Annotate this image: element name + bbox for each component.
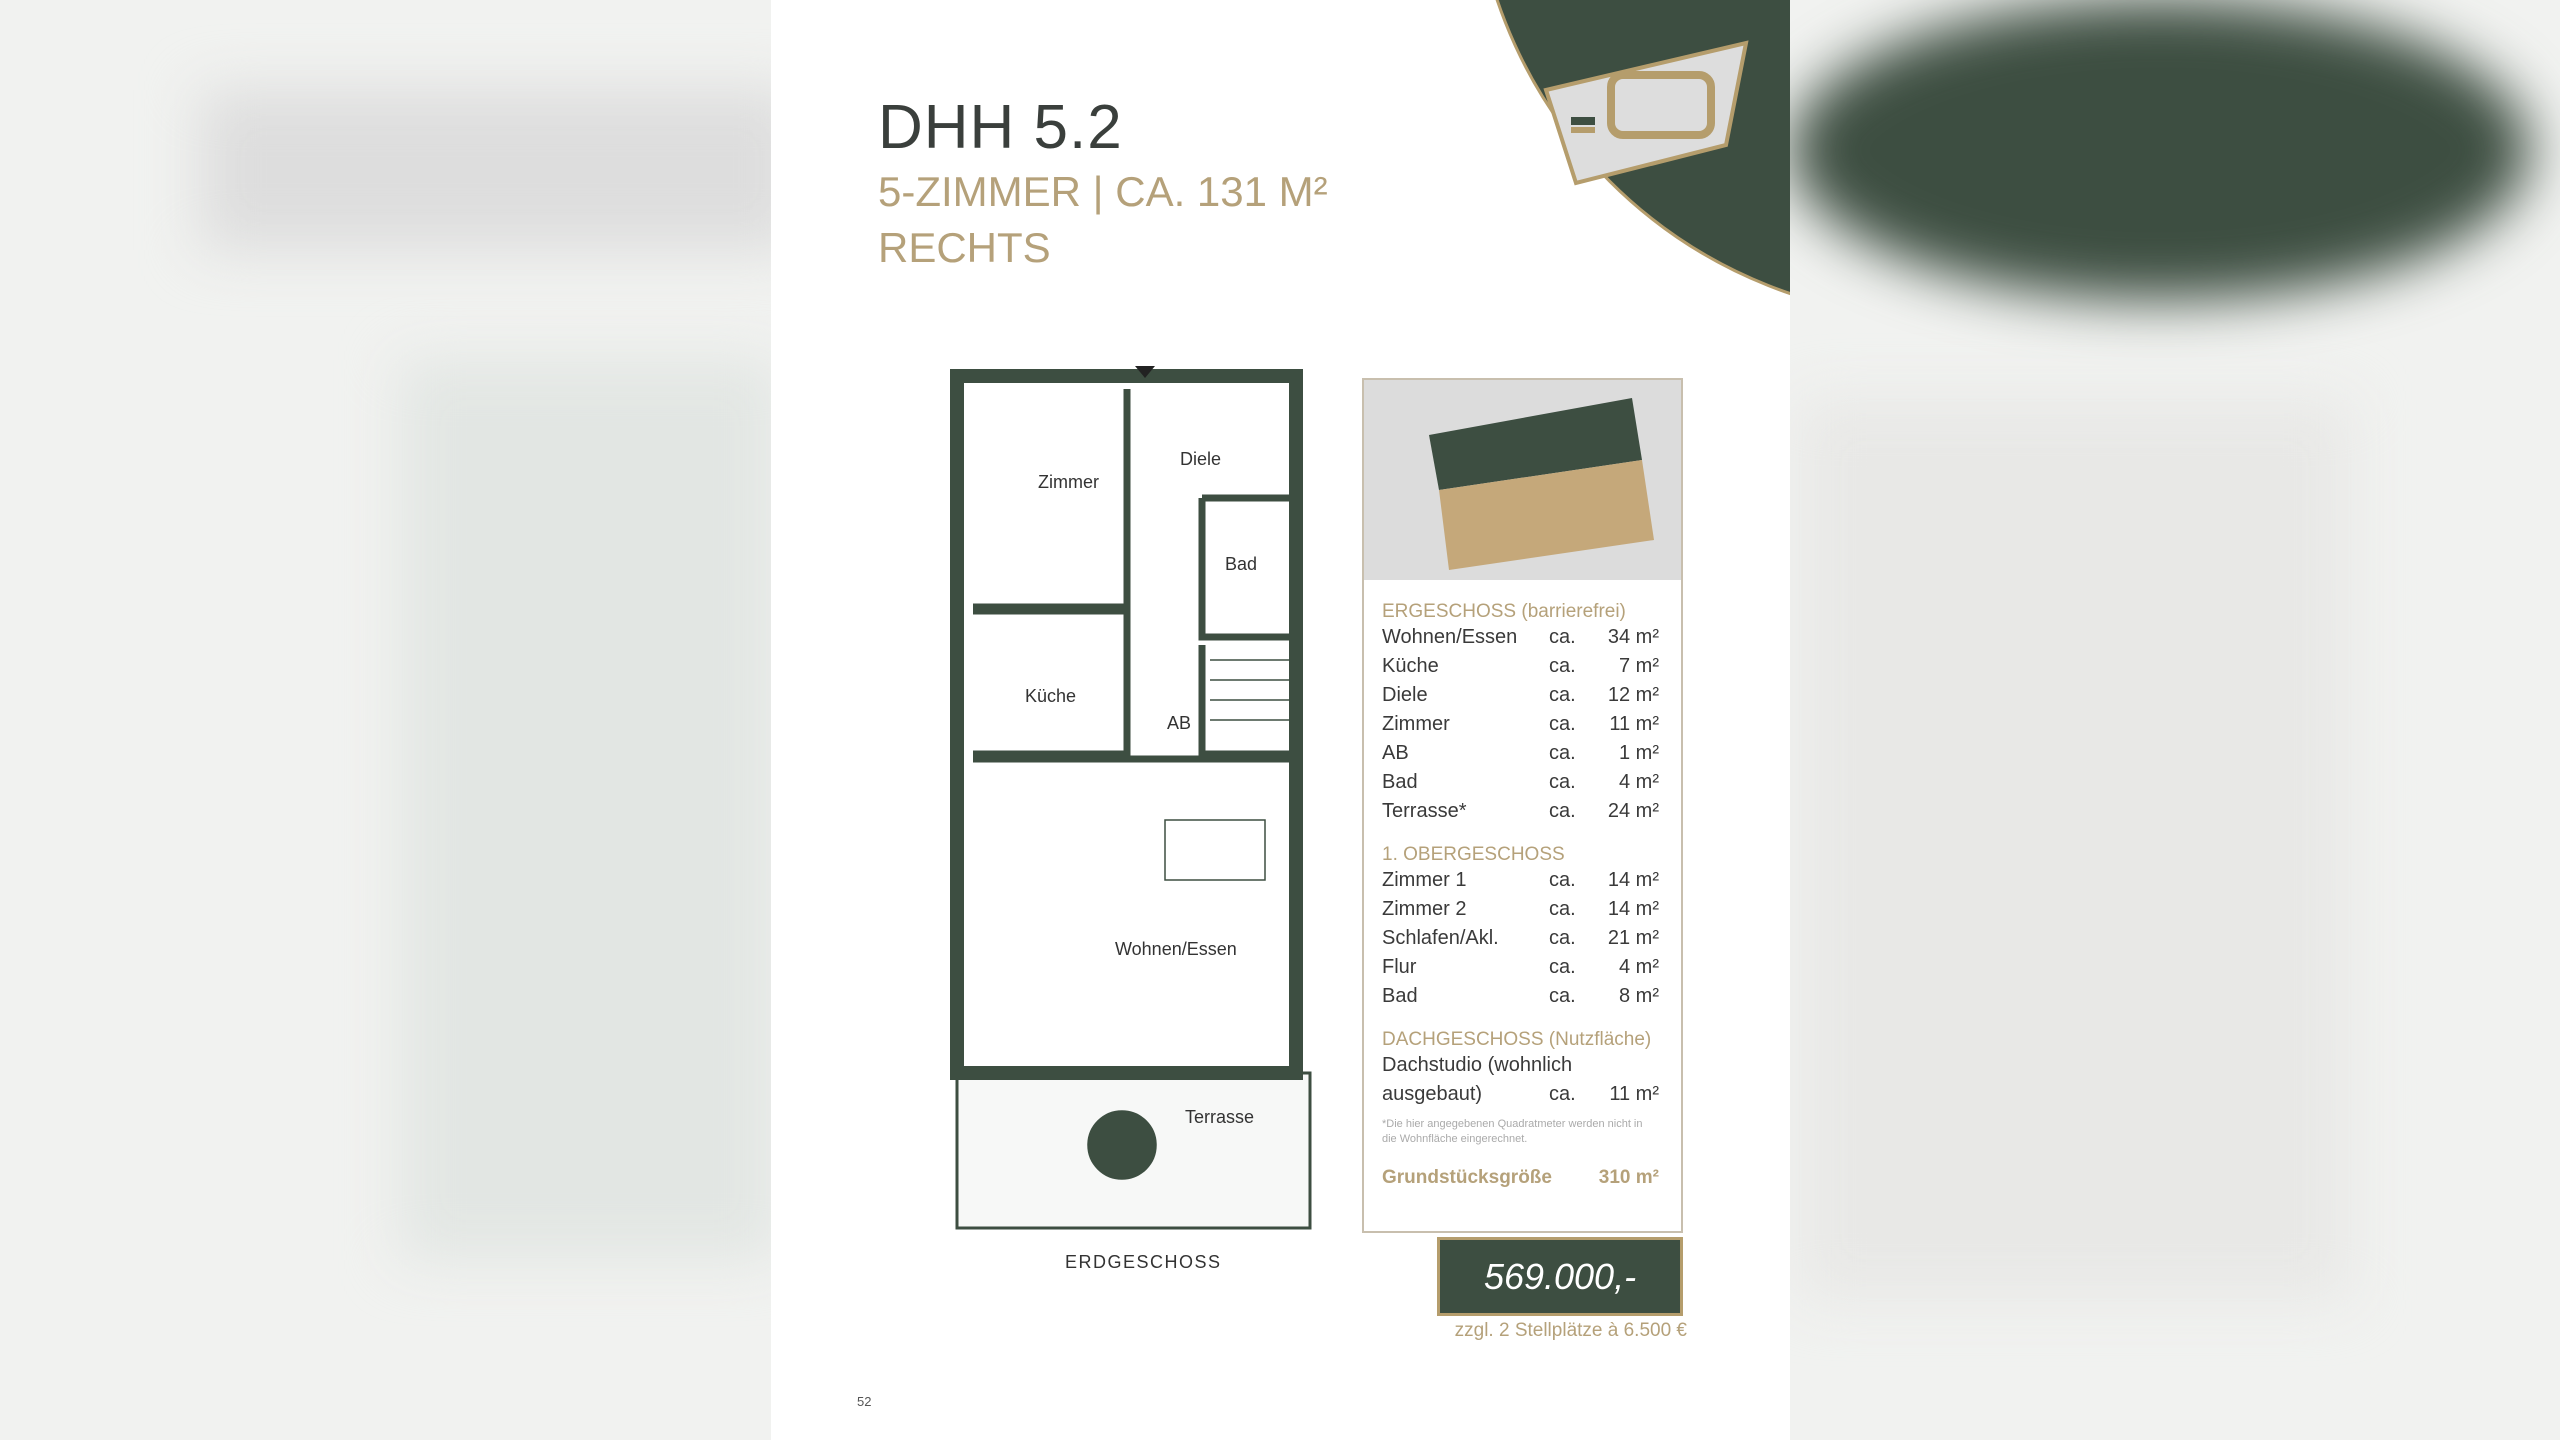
row-value: 4 m² [1619,771,1659,793]
price-extra: zzgl. 2 Stellplätze à 6.500 € [1454,1320,1687,1341]
row-value: 11 m² [1609,713,1659,735]
row-value: 11 m² [1609,1083,1659,1105]
row-value: 4 m² [1619,956,1659,978]
blurred-background [1790,0,2530,300]
room-label: AB [1167,713,1191,733]
area-row: Terrasse* ca. 24 m² [1382,797,1659,826]
room-label: Küche [1025,686,1076,706]
row-label: Wohnen/Essen [1382,626,1518,648]
area-row: Bad ca. 8 m² [1382,982,1659,1011]
row-value: 1 m² [1619,742,1659,764]
row-ca: ca. [1549,898,1576,920]
row-ca: ca. [1549,742,1576,764]
row-ca: ca. [1549,1083,1576,1105]
plot-label: Grundstücksgröße [1382,1167,1552,1188]
room-label: Bad [1225,554,1257,574]
floor-plan: Zimmer Diele Bad Küche AB Wohnen/Essen T… [950,366,1312,1272]
row-value: 14 m² [1607,869,1659,891]
area-row: Zimmer 1 ca. 14 m² [1382,866,1659,895]
row-value: 14 m² [1607,898,1659,920]
row-ca: ca. [1549,800,1576,822]
row-ca: ca. [1549,869,1576,891]
row-label: Küche [1382,655,1439,677]
page-title: DHH 5.2 [878,93,1123,162]
row-ca: ca. [1549,771,1576,793]
unit-subtitle: 5-ZIMMER | CA. 131 M² [878,168,1328,215]
row-value: 7 m² [1619,655,1659,677]
row-ca: ca. [1549,626,1576,648]
row-value: 24 m² [1607,800,1659,822]
row-label: Bad [1382,771,1418,793]
row-label: Diele [1382,684,1428,706]
row-label: Terrasse* [1382,800,1467,822]
row-value: 8 m² [1619,985,1659,1007]
area-row: Zimmer 2 ca. 14 m² [1382,895,1659,924]
row-ca: ca. [1549,985,1576,1007]
row-label: Zimmer [1382,713,1450,735]
row-ca: ca. [1549,927,1576,949]
room-label: Zimmer [1038,472,1099,492]
section-title: DACHGESCHOSS (Nutzfläche) [1382,1029,1652,1050]
room-label: Terrasse [1185,1107,1254,1127]
area-row: AB ca. 1 m² [1382,739,1659,768]
row-label: ausgebaut) [1382,1083,1483,1105]
row-ca: ca. [1549,956,1576,978]
area-row: Küche ca. 7 m² [1382,652,1659,681]
row-ca: ca. [1549,684,1576,706]
row-value: 12 m² [1607,684,1659,706]
section-title: ERGESCHOSS (barrierefrei) [1382,601,1626,622]
brochure-page: DHH 5.2 5-ZIMMER | CA. 131 M² RECHTS Zim… [771,0,1790,1440]
row-value: 34 m² [1607,626,1659,648]
row-ca: ca. [1549,655,1576,677]
blurred-background [1800,400,2350,1300]
room-label: Wohnen/Essen [1115,939,1237,959]
row-label: Flur [1382,956,1417,978]
section-title: 1. OBERGESCHOSS [1382,844,1565,865]
area-row: Zimmer ca. 11 m² [1382,710,1659,739]
footnote: *Die hier angegebenen Quadratmeter werde… [1382,1118,1643,1145]
row-label: Bad [1382,985,1418,1007]
floor-label: ERDGESCHOSS [1065,1252,1222,1272]
unit-side: RECHTS [878,224,1051,271]
room-label: Diele [1180,449,1221,469]
row-label: Zimmer 2 [1382,898,1467,920]
area-row: Flur ca. 4 m² [1382,953,1659,982]
row-label: Schlafen/Akl. [1382,927,1499,949]
entrance-arrow-icon [1135,366,1155,378]
house-thumbnail [1364,380,1681,580]
row-label: Dachstudio (wohnlich [1382,1054,1573,1076]
row-label: Zimmer 1 [1382,869,1467,891]
blurred-background [200,90,800,250]
area-row: Schlafen/Akl. ca. 21 m² [1382,924,1659,953]
price-box: 569.000,- [1437,1237,1683,1316]
area-row: Diele ca. 12 m² [1382,681,1659,710]
area-row: Wohnen/Essen ca. 34 m² [1382,623,1659,652]
row-ca: ca. [1549,713,1576,735]
page-number: 52 [857,1394,872,1409]
site-map-icon [1543,40,1749,186]
area-table: ERGESCHOSS (barrierefrei) Wohnen/Essen ca… [1362,378,1683,1233]
blurred-background [400,360,780,1260]
row-value: 21 m² [1607,927,1659,949]
row-label: AB [1382,742,1409,764]
plot-value: 310 m² [1598,1167,1659,1188]
area-row: Bad ca. 4 m² [1382,768,1659,797]
